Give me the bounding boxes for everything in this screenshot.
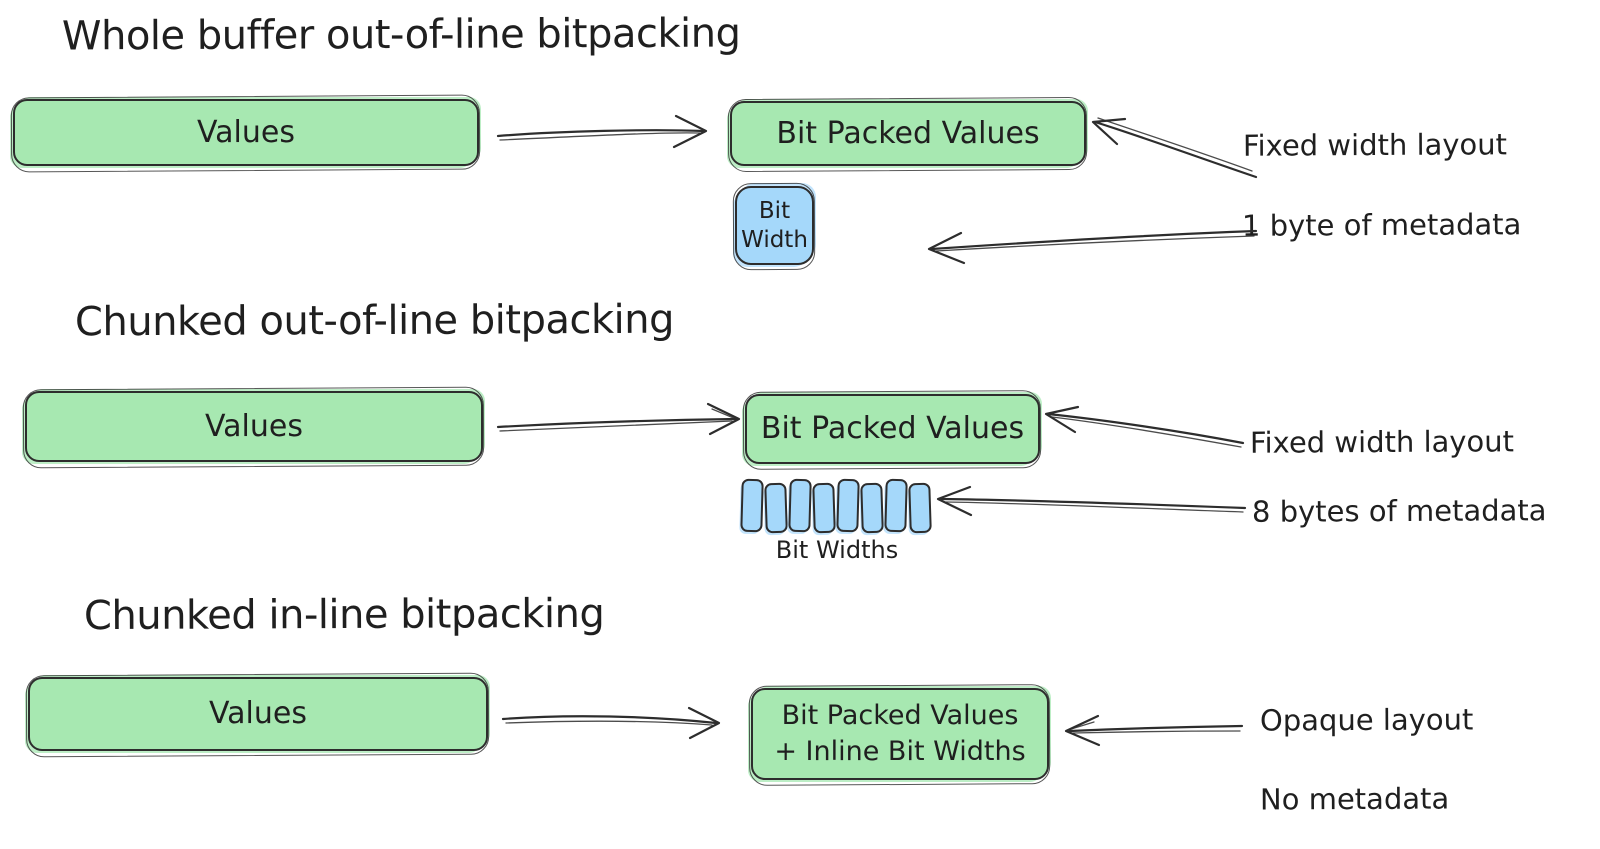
- section1-title: Whole buffer out-of-line bitpacking: [61, 10, 741, 60]
- section1-annotation-metadata: 1 byte of metadata: [1241, 207, 1522, 243]
- section1-values-label: Values: [196, 114, 295, 150]
- section2-annotation-fixed-width: Fixed width layout: [1249, 424, 1515, 460]
- section3-title: Chunked in-line bitpacking: [83, 590, 605, 640]
- section3-annotation-no-metadata: No metadata: [1259, 781, 1450, 817]
- bit-width-cell: [812, 482, 836, 533]
- section1-bit-packed-values-label: Bit Packed Values: [776, 115, 1040, 151]
- section2-title: Chunked out-of-line bitpacking: [74, 296, 675, 346]
- bit-width-cell: [740, 478, 764, 533]
- section3-bit-packed-label-line2: + Inline Bit Widths: [774, 736, 1026, 767]
- arrow-section1-metadata: [927, 229, 1258, 265]
- arrow-section1-values-to-packed: [496, 114, 708, 149]
- arrow-section2-metadata: [936, 485, 1247, 517]
- arrow-section3-values-to-packed: [501, 706, 721, 740]
- section1-bit-width-label-line2: Width: [741, 226, 808, 253]
- section1-bit-width-box: Bit Width: [735, 186, 814, 265]
- bit-width-cell: [764, 482, 788, 533]
- section2-bit-packed-values-label: Bit Packed Values: [760, 411, 1025, 447]
- section3-bit-packed-label-line1: Bit Packed Values: [781, 699, 1019, 731]
- arrow-section3-opaque: [1064, 714, 1244, 747]
- section2-values-label: Values: [204, 408, 303, 444]
- bit-widths-row-label: Bit Widths: [775, 536, 899, 564]
- section1-bit-width-label-line1: Bit: [758, 197, 791, 224]
- section3-values-label: Values: [208, 696, 307, 732]
- arrow-section2-values-to-packed: [496, 402, 741, 436]
- section3-values-box: Values: [28, 677, 488, 751]
- bit-width-cell: [860, 482, 884, 533]
- bit-width-cell: [908, 482, 932, 533]
- section1-bit-packed-values-box: Bit Packed Values: [730, 101, 1086, 166]
- bit-width-cell: [884, 478, 908, 533]
- bit-widths-row: [740, 478, 932, 533]
- section1-values-box: Values: [13, 99, 479, 166]
- section2-bit-packed-values-box: Bit Packed Values: [745, 394, 1040, 464]
- section2-annotation-metadata: 8 bytes of metadata: [1251, 493, 1547, 529]
- section1-annotation-fixed-width: Fixed width layout: [1242, 127, 1508, 163]
- arrow-section1-fixed-width: [1091, 117, 1258, 179]
- arrow-section2-fixed-width: [1044, 405, 1245, 448]
- section3-bit-packed-inline-box: Bit Packed Values + Inline Bit Widths: [751, 688, 1049, 780]
- section3-annotation-opaque-layout: Opaque layout: [1259, 702, 1474, 738]
- section2-values-box: Values: [25, 391, 483, 462]
- bit-width-cell: [788, 478, 812, 533]
- bit-width-cell: [836, 478, 860, 533]
